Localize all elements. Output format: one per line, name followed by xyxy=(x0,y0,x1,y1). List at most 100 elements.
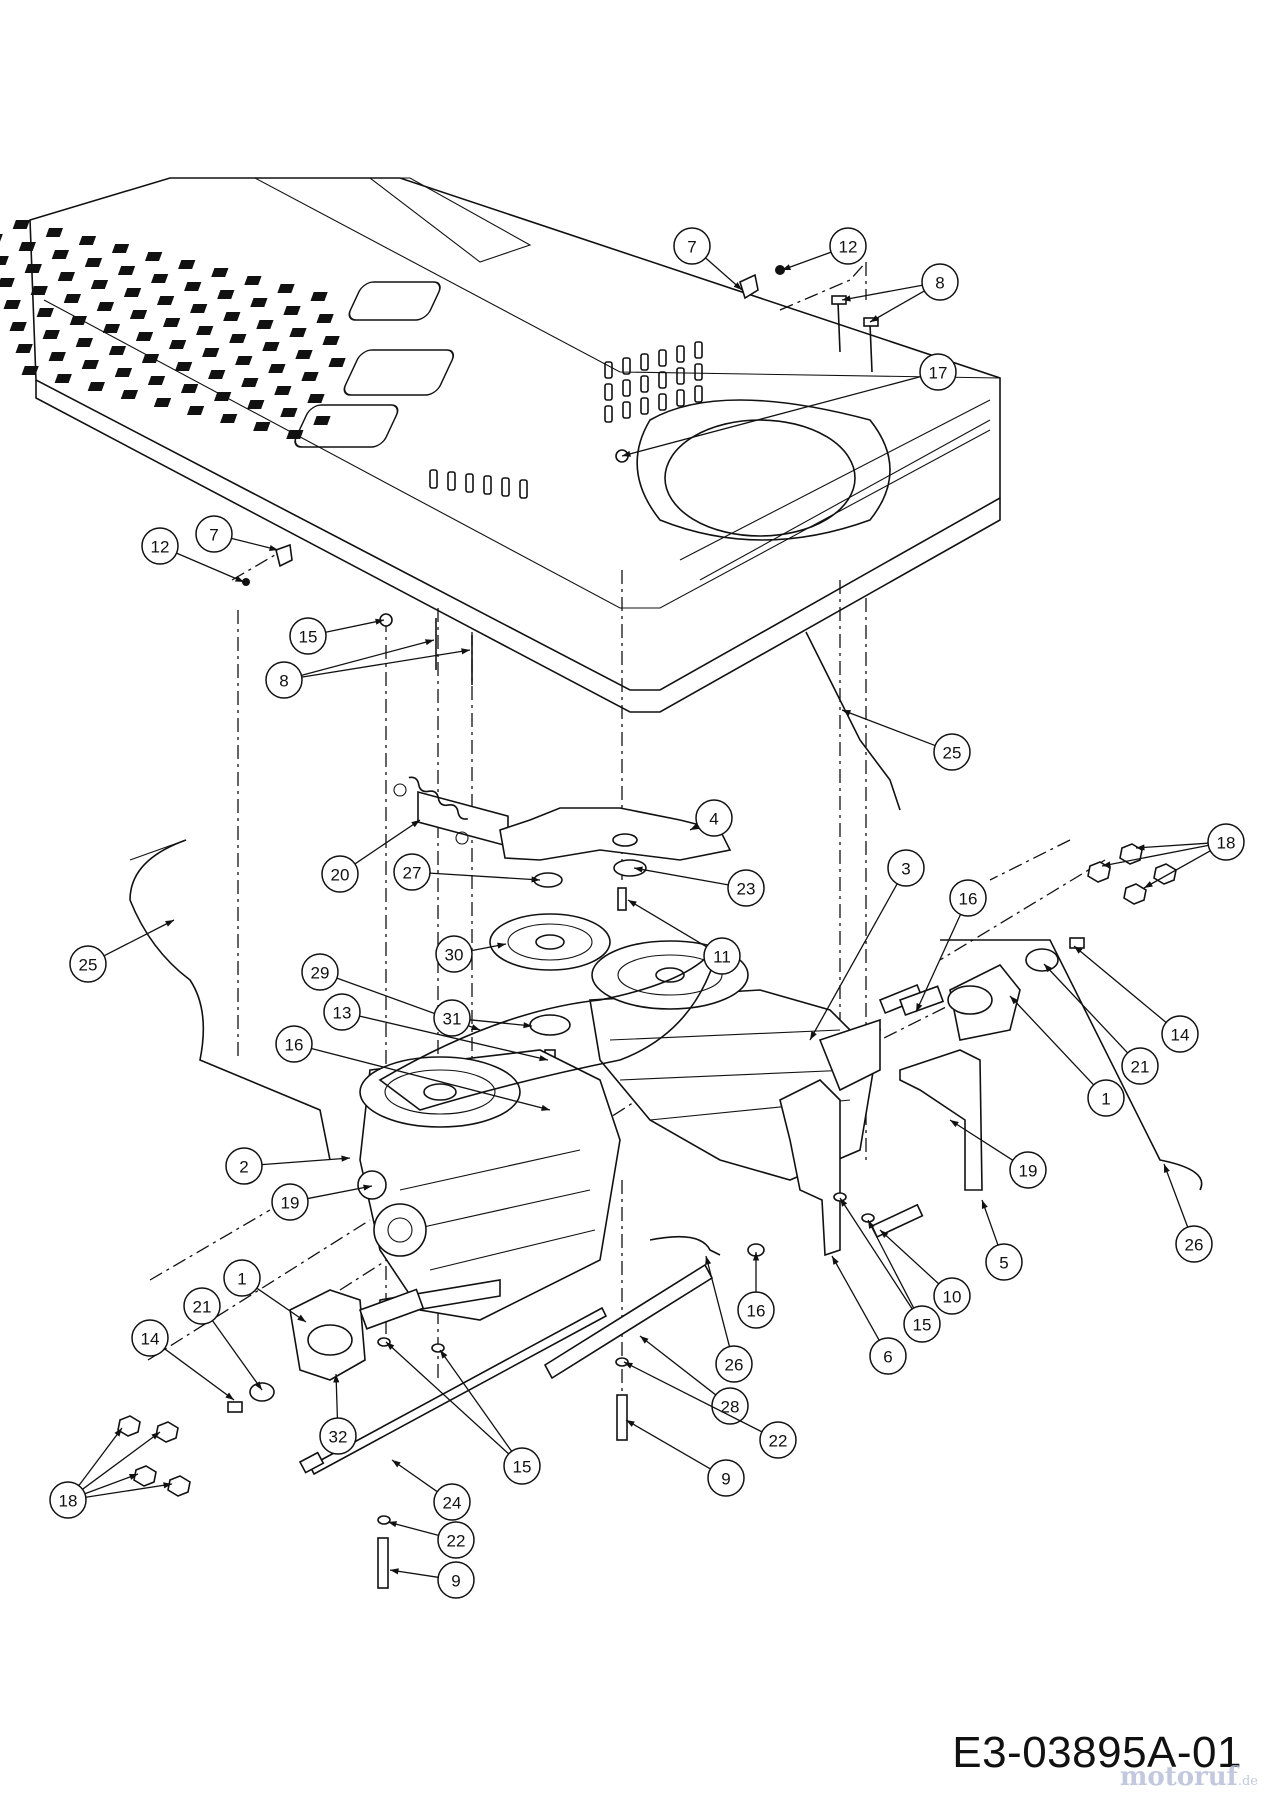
leader-line xyxy=(1163,1163,1189,1228)
callout-number: 25 xyxy=(79,956,98,975)
leader-arrowhead xyxy=(363,1184,372,1191)
leader-arrowhead xyxy=(539,1055,548,1062)
leader-arrowhead xyxy=(1136,844,1145,851)
leader-line xyxy=(1101,844,1209,867)
leader-arrowhead xyxy=(840,1198,848,1207)
callout-number: 26 xyxy=(1185,1236,1204,1255)
callout-5: 5 xyxy=(981,1199,1023,1281)
callout-15: 15 xyxy=(385,1341,541,1485)
leader-arrowhead xyxy=(1074,946,1083,954)
leader-line xyxy=(879,1229,940,1285)
leader-arrowhead xyxy=(950,1120,959,1128)
callout-27: 27 xyxy=(393,853,541,891)
leader-arrowhead xyxy=(388,1521,397,1528)
callout-number: 11 xyxy=(713,948,731,967)
hub-left xyxy=(117,1288,425,1497)
callout-number: 17 xyxy=(929,364,948,383)
callout-circle xyxy=(183,1287,221,1325)
callout-number: 27 xyxy=(403,864,422,883)
callout-circle xyxy=(695,799,733,837)
leader-arrowhead xyxy=(868,1220,875,1229)
callout-circle xyxy=(323,993,361,1031)
callout-number: 23 xyxy=(737,880,756,899)
bracket-5 xyxy=(899,1049,983,1191)
rod-24 xyxy=(308,1306,608,1476)
callout-circle xyxy=(985,1243,1023,1281)
callout-circle xyxy=(49,1481,87,1519)
callout-number: 6 xyxy=(883,1348,892,1367)
cable-25-right xyxy=(805,631,901,811)
hardware xyxy=(242,265,879,1121)
callout-4: 4 xyxy=(689,799,733,837)
callout-circle xyxy=(437,1521,475,1559)
watermark-main: motoruf xyxy=(1119,1762,1238,1792)
leader-line xyxy=(841,284,923,301)
leader-arrowhead xyxy=(425,639,434,646)
rod-26-left xyxy=(649,1235,721,1256)
callout-circle xyxy=(921,263,959,301)
callout-11: 11 xyxy=(627,899,741,975)
leader-arrowhead xyxy=(114,1428,122,1437)
leader-arrowhead xyxy=(1010,996,1019,1005)
callout-number: 19 xyxy=(1019,1162,1038,1181)
leader-line xyxy=(256,1287,307,1323)
callout-number: 18 xyxy=(1217,834,1236,853)
callout-number: 18 xyxy=(59,1492,78,1511)
leader-arrowhead xyxy=(782,264,791,271)
callout-circle xyxy=(727,869,765,907)
watermark-suffix: .de xyxy=(1237,1774,1258,1789)
leader-arrowhead xyxy=(880,1230,889,1238)
callout-12: 12 xyxy=(781,227,867,271)
leader-line xyxy=(705,1255,731,1347)
callout-number: 30 xyxy=(445,946,464,965)
callout-10: 10 xyxy=(879,1229,971,1315)
leader-arrowhead xyxy=(151,1432,160,1440)
leader-line xyxy=(211,1320,263,1391)
callout-number: 12 xyxy=(151,538,170,557)
leader-line xyxy=(307,1185,373,1200)
callout-circle xyxy=(1207,823,1245,861)
leader-arrowhead xyxy=(1102,861,1111,868)
callout-25: 25 xyxy=(69,919,175,983)
callout-circle xyxy=(319,1417,357,1455)
callout-19: 19 xyxy=(271,1183,373,1221)
callout-24: 24 xyxy=(391,1459,471,1521)
leader-line xyxy=(469,1019,533,1027)
leader-arrowhead xyxy=(842,295,851,302)
callout-circle xyxy=(1087,1079,1125,1117)
leader-arrowhead xyxy=(235,575,244,582)
leader-line xyxy=(639,1335,717,1396)
leader-arrowhead xyxy=(163,1482,172,1489)
callout-number: 26 xyxy=(725,1356,744,1375)
callout-number: 21 xyxy=(193,1298,212,1317)
leader-arrowhead xyxy=(1164,1164,1170,1173)
leader-line xyxy=(1143,850,1211,889)
callout-number: 32 xyxy=(329,1428,348,1447)
leader-arrowhead xyxy=(626,1420,635,1427)
callout-number: 19 xyxy=(281,1194,300,1213)
hub-right xyxy=(898,843,1177,1041)
callout-1: 1 xyxy=(223,1259,307,1323)
callout-circle xyxy=(1175,1225,1213,1263)
leader-arrowhead xyxy=(981,1200,988,1209)
leader-arrowhead xyxy=(634,866,643,873)
callout-circle xyxy=(707,1459,745,1497)
callout-19: 19 xyxy=(949,1119,1047,1189)
callout-number: 29 xyxy=(311,964,330,983)
callout-circle xyxy=(265,661,303,699)
leader-arrowhead xyxy=(165,920,174,927)
callout-15: 15 xyxy=(839,1197,941,1343)
leader-arrowhead xyxy=(269,544,278,551)
leader-line xyxy=(387,1521,439,1537)
leader-arrowhead xyxy=(916,1003,923,1012)
callout-number: 16 xyxy=(959,890,978,909)
callout-circle xyxy=(289,617,327,655)
watermark-logo: motoruf.de xyxy=(1120,1762,1258,1792)
callout-circle xyxy=(715,1345,753,1383)
leader-line xyxy=(869,290,925,323)
rod-26-right xyxy=(940,939,1203,1191)
callout-circle xyxy=(433,1483,471,1521)
leader-line xyxy=(621,375,921,457)
callout-1: 1 xyxy=(1009,995,1125,1117)
